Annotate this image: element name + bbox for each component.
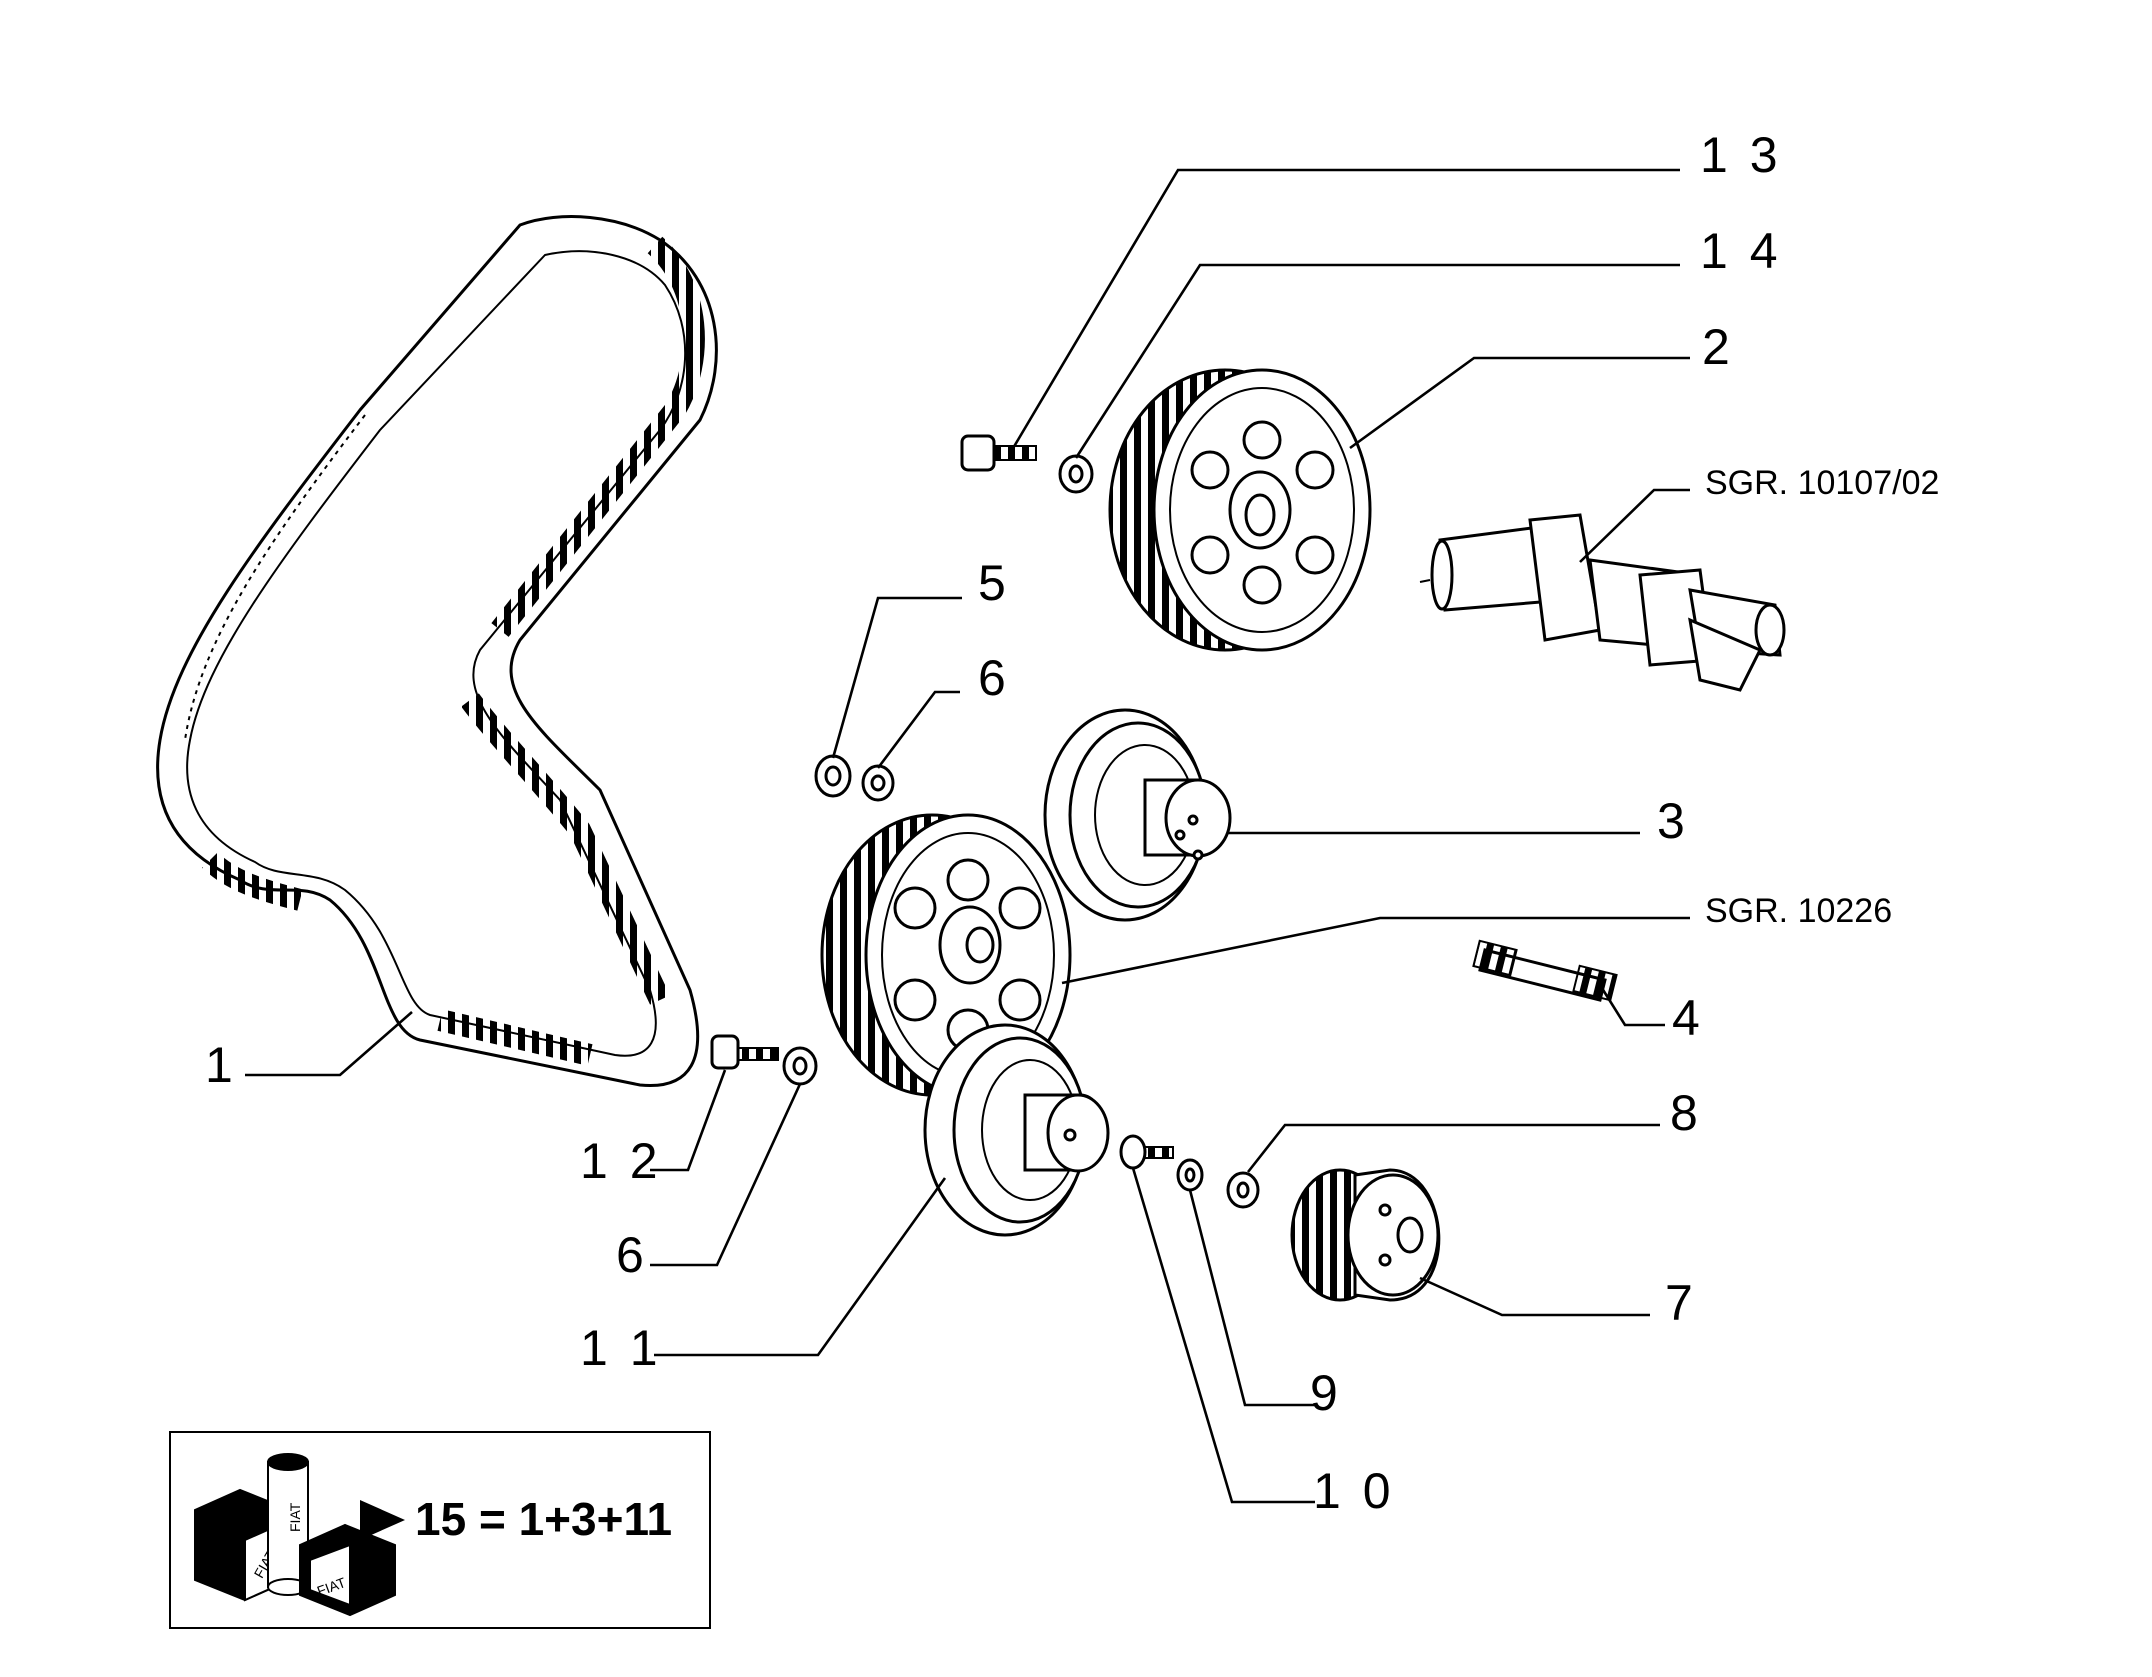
timing-belt xyxy=(156,215,718,1088)
washer-6-upper xyxy=(861,764,895,802)
callout-4: 4 xyxy=(1672,990,1704,1046)
kit-arrow-icon xyxy=(360,1500,405,1540)
bolt-12 xyxy=(710,1034,779,1070)
washer-6-lower xyxy=(782,1046,818,1086)
callout-6-upper: 6 xyxy=(978,650,1010,706)
callout-11: 1 1 xyxy=(580,1320,662,1376)
callout-9: 9 xyxy=(1310,1365,1342,1421)
callout-14: 1 4 xyxy=(1700,223,1782,279)
ref-crankshaft-pulley: SGR. 10226 xyxy=(1705,892,1892,930)
callout-labels: 1 3 1 4 2 5 6 3 4 8 7 1 1 2 6 1 1 9 1 0 xyxy=(205,127,1782,1519)
washer-9 xyxy=(1176,1158,1204,1192)
camshaft xyxy=(1419,513,1786,692)
ref-camshaft: SGR. 10107/02 xyxy=(1705,464,1939,502)
bolt-13 xyxy=(960,434,1037,472)
callout-8: 8 xyxy=(1670,1085,1702,1141)
nut-5 xyxy=(814,754,852,798)
kit-formula: 15 = 1+3+11 xyxy=(415,1493,672,1545)
idler-pulley xyxy=(923,1023,1110,1237)
washer-14 xyxy=(1058,454,1094,494)
tensioner-pulley xyxy=(1043,708,1232,922)
kit-icon: FIAT FIAT FIAT xyxy=(194,1453,405,1617)
kit-brand-cylinder: FIAT xyxy=(287,1502,303,1532)
callout-2: 2 xyxy=(1702,319,1734,375)
washer-8 xyxy=(1226,1171,1260,1209)
callout-5: 5 xyxy=(978,555,1010,611)
callout-1: 1 xyxy=(205,1037,237,1093)
callout-13: 1 3 xyxy=(1700,127,1782,183)
kit-box: FIAT FIAT FIAT 15 = 1+3+11 xyxy=(169,1431,711,1629)
crankshaft-pulley xyxy=(820,813,1072,1097)
stud-4 xyxy=(1472,939,1618,1002)
leader-lines xyxy=(245,168,1690,1504)
callout-3: 3 xyxy=(1657,793,1689,849)
callout-7: 7 xyxy=(1665,1275,1697,1331)
drive-gear-7 xyxy=(1290,1168,1441,1302)
callout-10: 1 0 xyxy=(1313,1463,1395,1519)
bolt-10 xyxy=(1119,1134,1174,1170)
callout-6-lower: 6 xyxy=(616,1227,648,1283)
callout-12: 1 2 xyxy=(580,1133,662,1189)
camshaft-pulley xyxy=(1108,368,1372,652)
